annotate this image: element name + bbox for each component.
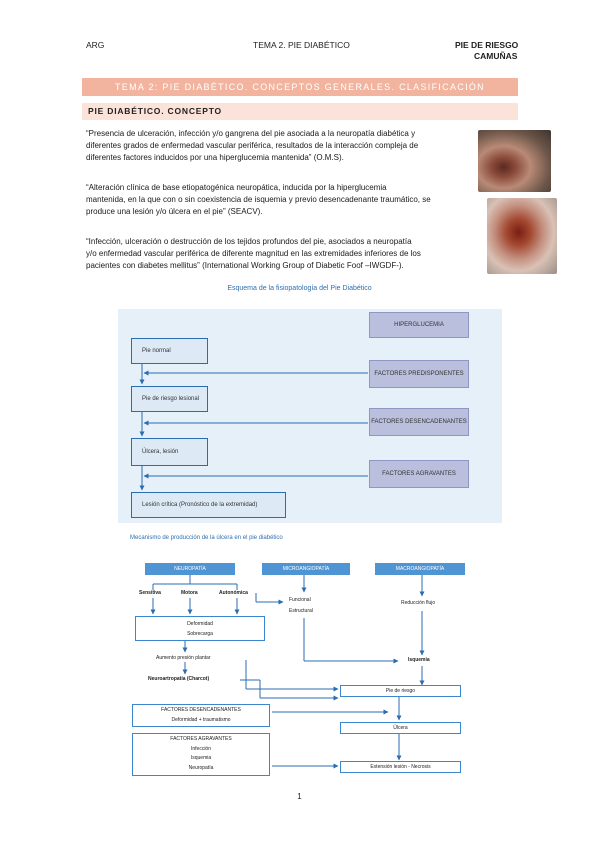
label-estructural: Estructural	[289, 608, 313, 614]
box-extension-lesion: Extensión lesión - Necrosis	[340, 761, 461, 773]
label-autonomica: Autonómica	[219, 590, 248, 596]
box-ulcera: Úlcera	[340, 722, 461, 734]
definition-seacv: “Alteración clínica de base etiopatogéni…	[86, 183, 431, 217]
header-macroangiopatia: MACROANGIOPATÍA	[375, 563, 465, 575]
label-funcional: Funcional	[289, 597, 311, 603]
definition-oms: “Presencia de ulceración, infección y/o …	[86, 129, 419, 163]
box-hiperglucemia: HIPERGLUCEMIA	[369, 312, 469, 338]
label-isquemia: Isquemia	[408, 657, 430, 663]
label-charcot: Neuroartropatía (Charcot)	[148, 676, 210, 682]
page-number: 1	[297, 792, 302, 801]
definition-iwgdf: “Infección, ulceración o destrucción de …	[86, 237, 421, 271]
box-lesion-critica: Lesión crítica (Pronóstico de la extremi…	[131, 492, 286, 518]
label-motora: Motora	[181, 590, 198, 596]
diagram1-title: Esquema de la fisiopatología del Pie Dia…	[227, 285, 372, 292]
header-neuropatia: NEUROPATÍA	[145, 563, 235, 575]
box-pie-riesgo: Pie de riesgo	[340, 685, 461, 697]
header-microangiopatia: MICROANGIOPATÍA	[262, 563, 350, 575]
box-pie-normal: Pie normal	[131, 338, 208, 364]
box-factores-predisponentes: FACTORES PREDISPONENTES	[369, 360, 469, 388]
diagram2-title: Mecanismo de producción de la úlcera en …	[130, 535, 283, 541]
box-factores-desencadenantes: FACTORES DESENCADENANTES	[369, 408, 469, 436]
box-pie-riesgo-lesional: Pie de riesgo lesional	[131, 386, 208, 412]
section-heading: PIE DIABÉTICO. CONCEPTO	[82, 103, 518, 120]
label-aumento-presion: Aumento presión plantar	[156, 655, 211, 661]
box-factores-agravantes: FACTORES AGRAVANTES	[369, 460, 469, 488]
topic-banner: TEMA 2: PIE DIABÉTICO. CONCEPTOS GENERAL…	[82, 78, 518, 96]
label-reduccion-flujo: Reducción flujo	[401, 600, 436, 606]
header-center: TEMA 2. PIE DIABÉTICO	[253, 40, 350, 50]
label-sensitiva: Sensitiva	[139, 590, 161, 596]
foot-ulcer-photo-1	[478, 130, 551, 192]
header-right-1: PIE DE RIESGO	[455, 40, 519, 50]
box-ulcera-lesion: Úlcera, lesión	[131, 438, 208, 466]
header-right-2: CAMUÑAS	[474, 51, 518, 61]
foot-ulcer-photo-2	[487, 198, 557, 274]
header-left: ARG	[86, 40, 105, 50]
